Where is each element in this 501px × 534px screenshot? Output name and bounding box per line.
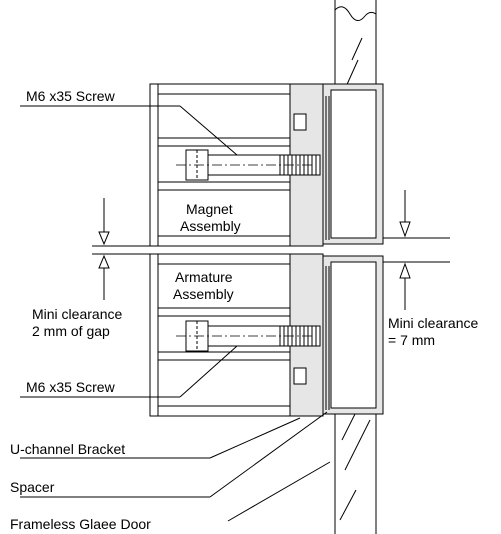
left-clearance-label-line1: Mini clearance <box>32 306 122 322</box>
u-channel-bracket-top <box>289 83 384 247</box>
left-clearance-marker <box>92 198 150 300</box>
leader-lines <box>20 105 331 522</box>
right-clearance-label-line1: Mini clearance <box>388 315 478 331</box>
screw-top <box>176 149 321 181</box>
bottom-screw-label: M6 x35 Screw <box>26 379 116 395</box>
right-clearance-marker <box>383 190 450 310</box>
armature-label-line1: Armature <box>175 269 233 285</box>
right-clearance-label-line2: = 7 mm <box>388 332 435 348</box>
magnet-label-line1: Magnet <box>186 201 233 217</box>
screw-bottom <box>176 320 321 352</box>
left-clearance-label-line2: 2 mm of gap <box>32 323 110 339</box>
armature-label-line2: Assembly <box>173 286 234 302</box>
top-screw-label: M6 x35 Screw <box>26 88 116 104</box>
spacer-label: Spacer <box>10 479 55 495</box>
magnet-assembly <box>149 83 291 247</box>
magnet-label-line2: Assembly <box>180 218 241 234</box>
u-channel-bracket-bottom <box>289 253 384 417</box>
door-label: Frameless Glaee Door <box>10 516 151 532</box>
bracket-label: U-channel Bracket <box>10 441 125 457</box>
